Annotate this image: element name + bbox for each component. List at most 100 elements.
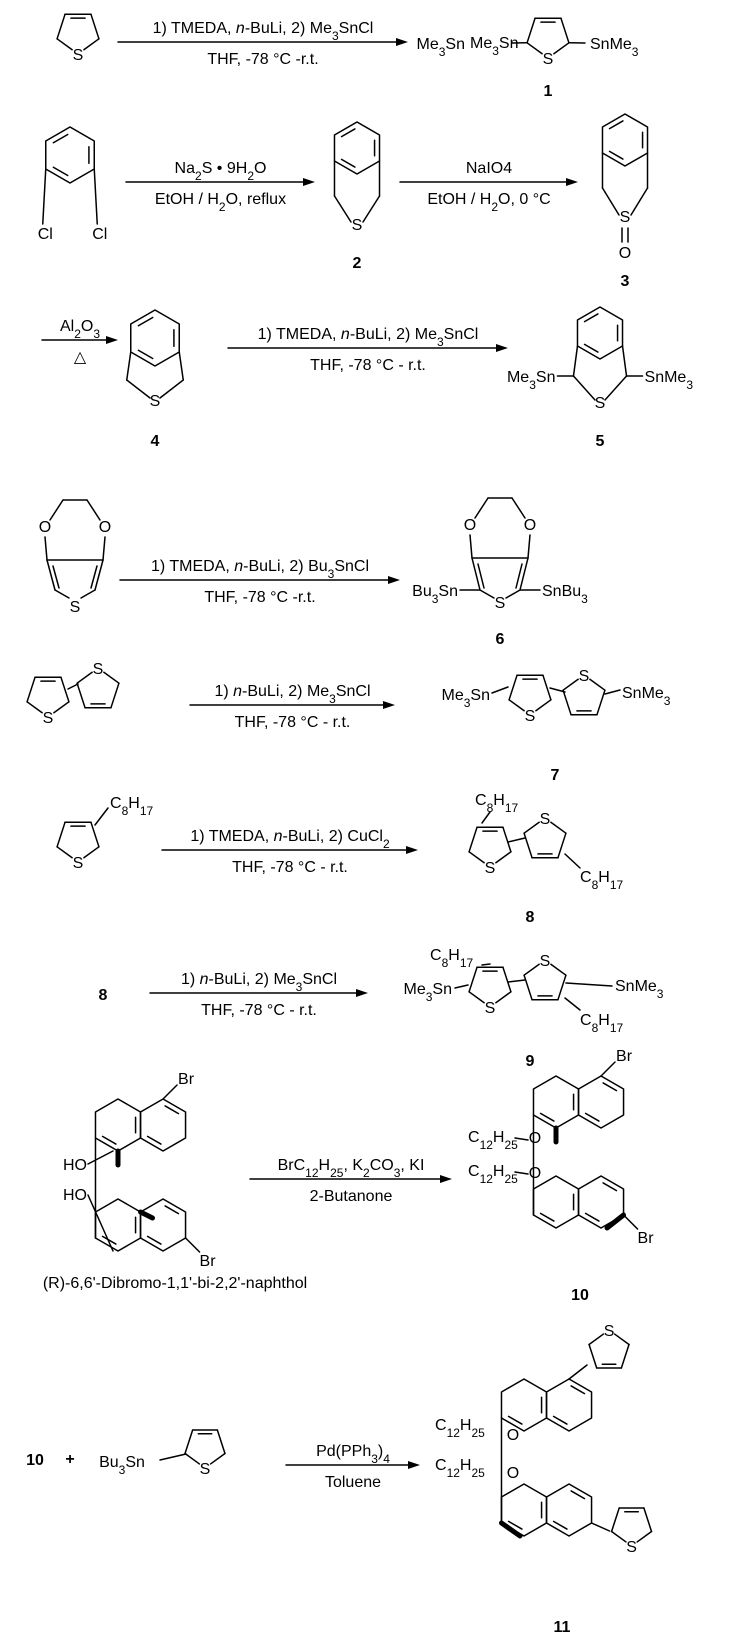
bond (76, 682, 86, 709)
bond (184, 1452, 201, 1465)
arrow-head (496, 344, 508, 352)
oxygen-atom: O (529, 1130, 541, 1147)
bond (60, 676, 70, 703)
bond (570, 1490, 586, 1500)
arrow-head (566, 178, 578, 186)
bond (562, 678, 579, 691)
bond (507, 837, 526, 843)
sulfur-atom: S (352, 217, 363, 234)
bond (630, 187, 649, 216)
bond (333, 195, 352, 223)
bond (481, 963, 491, 966)
bond (26, 701, 43, 714)
bond (507, 979, 526, 983)
reagent-label: 1) n-BuLi, 2) Me3SnCl (214, 683, 370, 706)
sulfur-atom: S (626, 1539, 637, 1556)
plus-sign: + (65, 1451, 74, 1468)
alkyl-label: C8H17 (430, 947, 473, 970)
oxygen-atom: O (524, 517, 536, 534)
bond (137, 316, 154, 327)
oxygen-atom: O (619, 245, 631, 262)
bond (471, 557, 481, 591)
arrow-head (356, 989, 368, 997)
sulfur-atom: S (485, 1000, 496, 1017)
bond (550, 821, 567, 834)
bond (568, 1364, 588, 1380)
arrow-head (383, 701, 395, 709)
benzene-ring (139, 1198, 187, 1252)
bond (94, 559, 104, 591)
bond (604, 375, 628, 401)
hydroxyl-label: HO (63, 1187, 87, 1204)
arrow-head (303, 178, 315, 186)
benzene-ring (94, 1098, 142, 1152)
bond (86, 499, 101, 521)
bond (90, 821, 100, 848)
bond (340, 128, 356, 138)
bond (527, 534, 531, 559)
bond (362, 195, 381, 223)
sulfur-atom: S (595, 395, 606, 412)
bond (340, 158, 356, 168)
atom-label: Bu3Sn (412, 583, 458, 606)
bond (596, 689, 606, 716)
bond (514, 1171, 529, 1175)
bond (184, 1237, 201, 1253)
bond (49, 499, 64, 521)
condition-label: THF, -78 °C -r.t. (207, 51, 318, 68)
bond (523, 832, 533, 859)
bond (562, 689, 572, 716)
bond (454, 984, 469, 989)
bond (508, 699, 525, 712)
bond (550, 963, 567, 976)
bond (159, 379, 184, 399)
benzene-ring (532, 1075, 580, 1129)
sulfur-atom: S (604, 1323, 615, 1340)
bond (468, 966, 478, 993)
condition-label: EtOH / H2O, reflux (155, 191, 286, 214)
bond (103, 671, 120, 684)
bond (126, 351, 132, 381)
benzene-ring (545, 1483, 593, 1537)
arrow-head (396, 38, 408, 46)
bromine-atom: Br (178, 1071, 195, 1088)
bond (552, 1520, 568, 1530)
atom-label: SnMe3 (615, 978, 664, 1001)
atom-label: Me3Sn (470, 35, 519, 58)
bond (570, 1385, 586, 1395)
bond (613, 1333, 630, 1346)
bond (159, 1453, 187, 1461)
bond (523, 974, 533, 1001)
reagent-label: 1) TMEDA, n-BuLi, 2) Bu3SnCl (151, 558, 369, 581)
bond (138, 1209, 156, 1221)
alkyl-label: C12H25 (468, 1163, 518, 1186)
bond (90, 13, 100, 40)
bond (164, 1105, 180, 1115)
bond (600, 1061, 616, 1077)
bond (162, 1084, 178, 1100)
benzene-ring (577, 1175, 625, 1229)
bond (502, 826, 512, 853)
bond (564, 997, 581, 1011)
alkyl-label: C12H25 (435, 1457, 485, 1480)
bond (526, 42, 543, 55)
bond (101, 1135, 117, 1145)
bond (553, 42, 570, 55)
reagent-label: Al2O3 (60, 318, 100, 341)
compound-number-1: 1 (544, 83, 553, 100)
atom-label: Me3Sn (442, 687, 491, 710)
bond (519, 557, 529, 591)
bond (102, 536, 106, 561)
reactant-label: 10 (26, 1452, 44, 1469)
sulfur-atom: S (579, 668, 590, 685)
sulfur-atom: S (485, 860, 496, 877)
sulfur-atom: S (93, 661, 104, 678)
bond (526, 17, 536, 44)
bond (557, 832, 567, 859)
reagent-label: Pd(PPh3)4 (316, 1443, 390, 1466)
condition-label: THF, -78 °C - r.t. (310, 357, 426, 374)
bond (495, 991, 512, 1004)
bond (539, 1212, 555, 1222)
bond (56, 38, 73, 51)
